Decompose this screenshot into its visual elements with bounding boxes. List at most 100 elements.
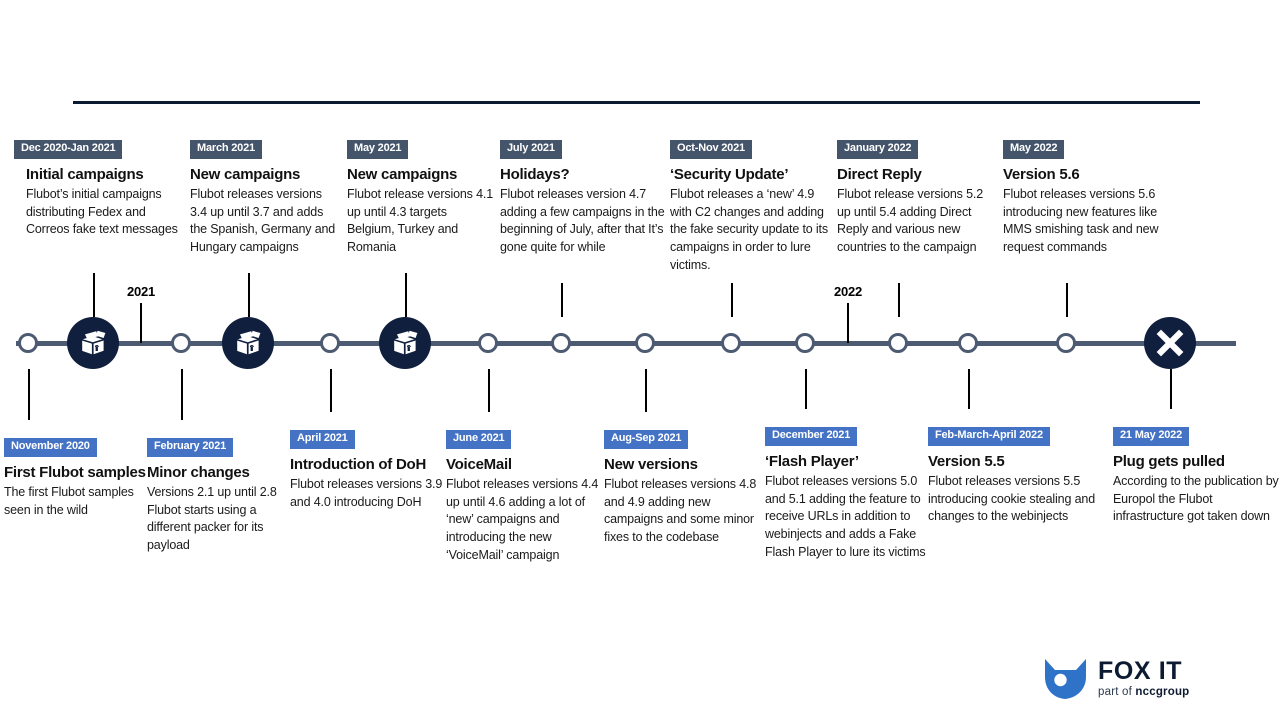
connector-stem-bottom	[1170, 369, 1172, 409]
year-tick-2022	[847, 303, 849, 343]
timeline-marker-10[interactable]	[795, 333, 815, 353]
timeline-marker-8[interactable]	[635, 333, 655, 353]
event-date-badge: May 2022	[1003, 140, 1065, 159]
timeline-event-bottom: December 2021 ‘Flash Player’ Flubot releas…	[765, 425, 930, 562]
year-label: 2021	[126, 284, 156, 299]
circle-x-icon[interactable]	[1144, 317, 1196, 369]
event-date-badge: 21 May 2022	[1113, 427, 1190, 446]
timeline-marker-2[interactable]	[171, 333, 191, 353]
logo-tagline-prefix: part of	[1098, 686, 1136, 699]
header-divider	[73, 101, 1200, 104]
event-description: Versions 2.1 up until 2.8 Flubot starts …	[147, 484, 277, 553]
timeline-event-top: Oct-Nov 2021 ‘Security Update’ Flubot rele…	[670, 138, 835, 275]
event-description: Flubot releases a ‘new’ 4.9 with C2 chan…	[670, 186, 828, 272]
event-description: Flubot releases versions 5.5 introducing…	[928, 473, 1095, 524]
event-date-badge: November 2020	[4, 438, 97, 457]
event-description: According to the publication by Europol …	[1113, 473, 1279, 524]
open-package-icon[interactable]	[67, 317, 119, 369]
connector-stem-top	[93, 273, 95, 317]
connector-stem-bottom	[805, 369, 807, 409]
event-date-badge: Dec 2020-Jan 2021	[14, 140, 123, 159]
connector-stem-bottom	[181, 369, 183, 420]
event-description: Flubot release versions 5.2 up until 5.4…	[837, 186, 984, 255]
event-date-badge: January 2022	[837, 140, 919, 159]
event-date-badge: May 2021	[347, 140, 409, 159]
event-title: ‘Security Update’	[670, 165, 789, 183]
fox-head-icon	[1045, 659, 1086, 699]
connector-stem-top	[731, 283, 733, 317]
connector-stem-bottom	[968, 369, 970, 409]
event-description: Flubot releases version 4.7 adding a few…	[500, 186, 665, 255]
event-description: Flubot releases versions 3.9 and 4.0 int…	[290, 476, 443, 509]
connector-stem-bottom	[488, 369, 490, 412]
open-package-icon[interactable]	[222, 317, 274, 369]
fox-it-logo: FOX IT part of nccgroup	[1043, 653, 1213, 705]
event-description: The first Flubot samples seen in the wil…	[4, 484, 134, 517]
event-title: Holidays?	[500, 165, 570, 183]
event-title: Direct Reply	[837, 165, 922, 183]
event-title: Initial campaigns	[26, 165, 144, 183]
event-description: Flubot releases versions 5.6 introducing…	[1003, 186, 1159, 255]
event-description: Flubot releases versions 4.4 up until 4.…	[446, 476, 599, 562]
logo-tagline: part of nccgroup	[1098, 687, 1189, 699]
year-tick-2021	[140, 303, 142, 343]
connector-stem-top	[561, 283, 563, 317]
event-date-badge: July 2021	[500, 140, 562, 159]
timeline-marker-7[interactable]	[551, 333, 571, 353]
timeline-marker-13[interactable]	[1056, 333, 1076, 353]
event-description: Flubot release versions 4.1 up until 4.3…	[347, 186, 494, 255]
timeline-marker-0[interactable]	[18, 333, 38, 353]
event-title: Introduction of DoH	[290, 455, 427, 473]
event-title: VoiceMail	[446, 455, 512, 473]
event-description: Flubot releases versions 5.0 and 5.1 add…	[765, 473, 926, 559]
event-date-badge: Feb-March-April 2022	[928, 427, 1050, 446]
event-title: Minor changes	[147, 463, 250, 481]
event-title: First Flubot samples	[4, 463, 146, 481]
timeline-marker-6[interactable]	[478, 333, 498, 353]
logo-tagline-brand: nccgroup	[1135, 686, 1190, 699]
event-title: New campaigns	[190, 165, 301, 183]
event-title: New versions	[604, 455, 698, 473]
timeline-marker-9[interactable]	[721, 333, 741, 353]
event-date-badge: June 2021	[446, 430, 512, 449]
timeline-marker-12[interactable]	[958, 333, 978, 353]
event-date-badge: March 2021	[190, 140, 262, 159]
event-date-badge: February 2021	[147, 438, 233, 457]
connector-stem-bottom	[28, 369, 30, 420]
event-title: New campaigns	[347, 165, 458, 183]
event-date-badge: December 2021	[765, 427, 858, 446]
event-description: Flubot releases versions 4.8 and 4.9 add…	[604, 476, 757, 545]
event-date-badge: Oct-Nov 2021	[670, 140, 752, 159]
connector-stem-top	[248, 273, 250, 317]
event-title: Plug gets pulled	[1113, 452, 1225, 470]
event-title: Version 5.6	[1003, 165, 1080, 183]
event-description: Flubot’s initial campaigns distributing …	[26, 186, 178, 237]
year-label: 2022	[833, 284, 863, 299]
event-title: Version 5.5	[928, 452, 1005, 470]
timeline-axis	[16, 341, 1236, 346]
timeline-marker-4[interactable]	[320, 333, 340, 353]
event-title: ‘Flash Player’	[765, 452, 859, 470]
connector-stem-top	[898, 283, 900, 317]
timeline-marker-11[interactable]	[888, 333, 908, 353]
event-description: Flubot releases versions 3.4 up until 3.…	[190, 186, 336, 255]
connector-stem-bottom	[645, 369, 647, 412]
event-date-badge: April 2021	[290, 430, 355, 449]
logo-wordmark-text: FOX IT	[1098, 657, 1183, 686]
connector-stem-top	[1066, 283, 1068, 317]
connector-stem-top	[405, 273, 407, 317]
connector-stem-bottom	[330, 369, 332, 412]
open-package-icon[interactable]	[379, 317, 431, 369]
